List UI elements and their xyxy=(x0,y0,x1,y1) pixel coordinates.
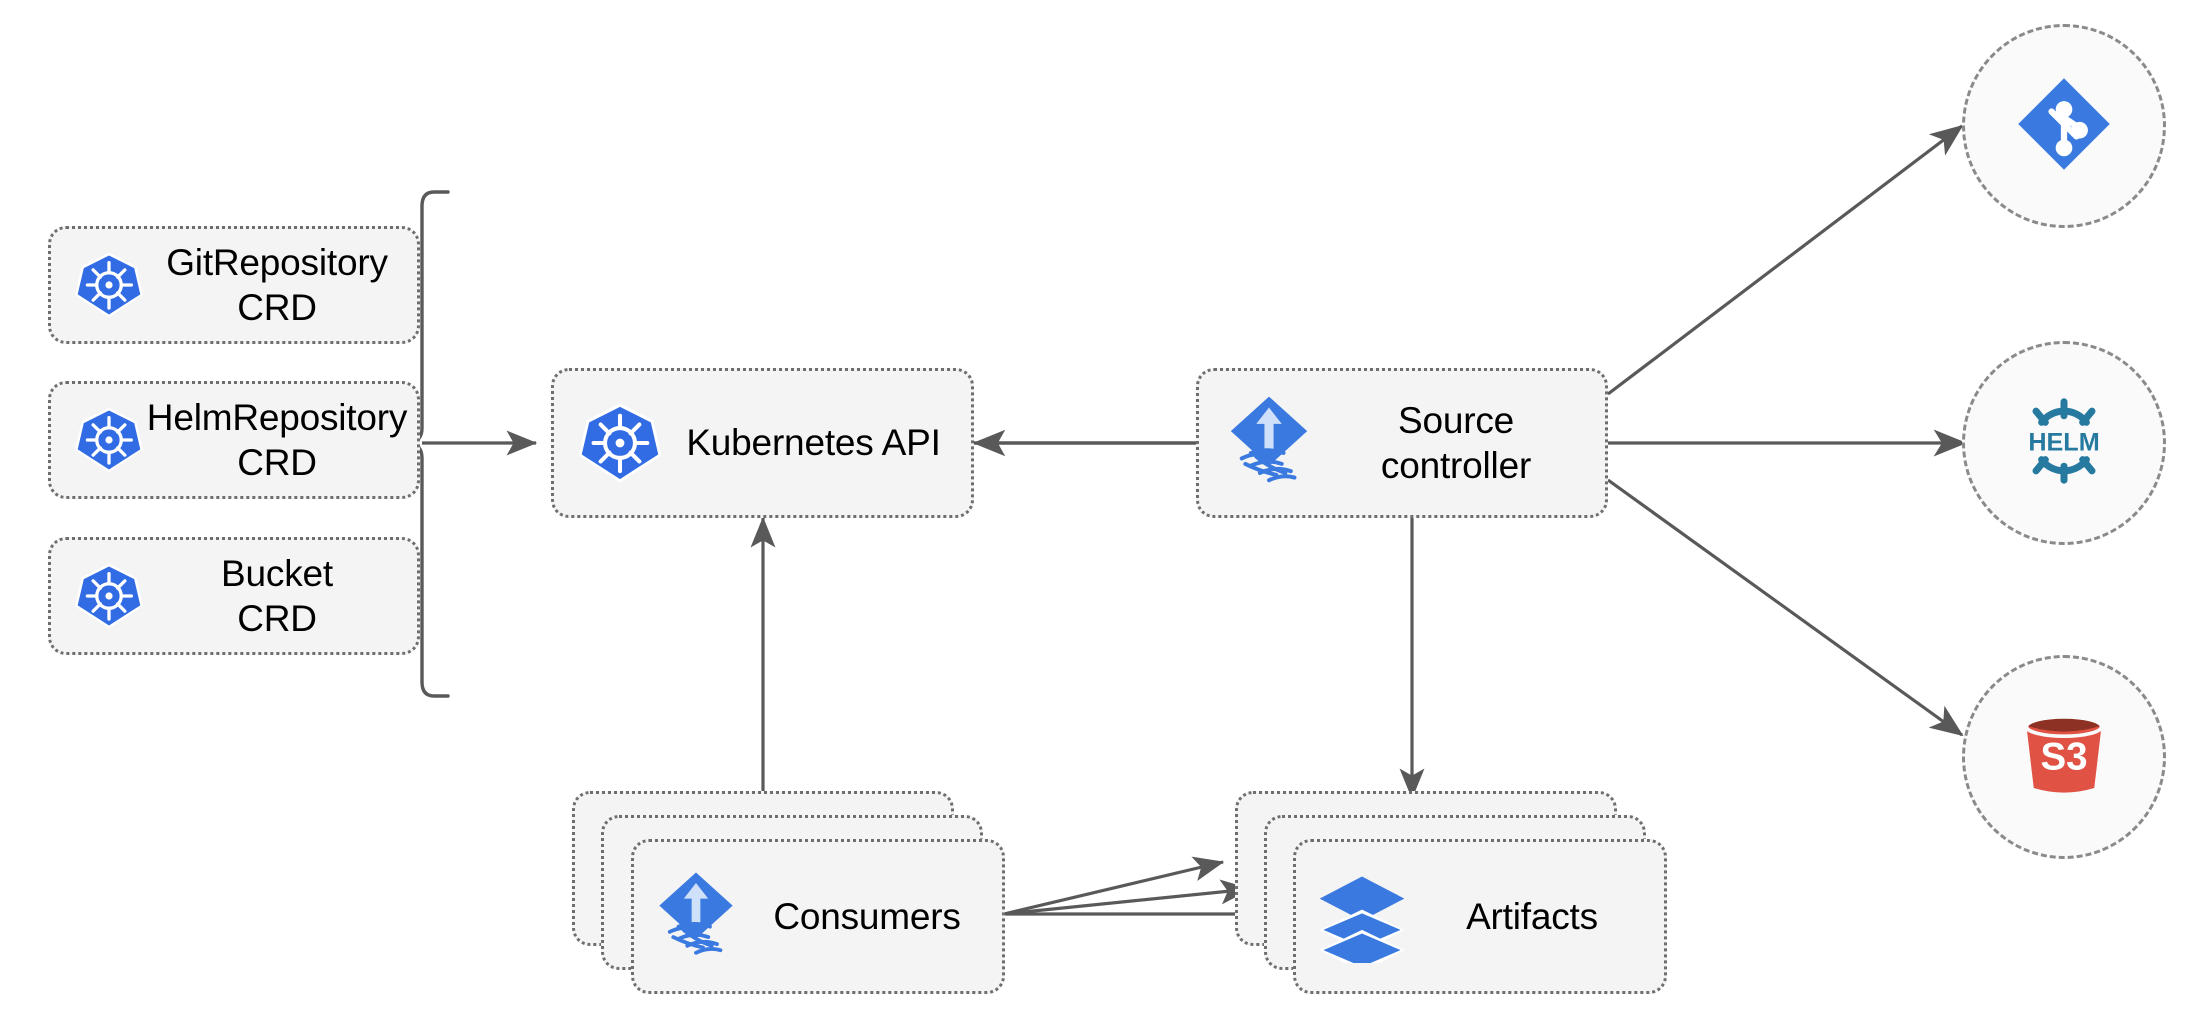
s3-wordmark: S3 xyxy=(2040,735,2087,778)
kubernetes-icon xyxy=(51,404,145,476)
artifacts-node[interactable]: Artifacts xyxy=(1293,839,1667,994)
crd-node-bucket[interactable]: Bucket CRD xyxy=(48,537,420,655)
helm-icon: HELM xyxy=(2008,385,2120,502)
git-icon xyxy=(2012,72,2116,181)
source-controller-label: Source controller xyxy=(1380,399,1532,486)
artifacts-label: Artifacts xyxy=(1466,895,1598,937)
crd-node-helmrepository[interactable]: HelmRepository CRD xyxy=(48,381,420,499)
kubernetes-api-node[interactable]: Kubernetes API xyxy=(551,368,974,518)
kubernetes-icon xyxy=(51,560,145,632)
kubernetes-api-label: Kubernetes API xyxy=(686,422,941,464)
flux-icon xyxy=(634,869,740,965)
kubernetes-icon xyxy=(51,249,145,321)
s3-bucket-icon: S3 xyxy=(2009,700,2119,815)
git-source-circle[interactable] xyxy=(1962,24,2166,228)
crd-node-label: Bucket CRD xyxy=(221,552,333,639)
crd-node-gitrepository[interactable]: GitRepository CRD xyxy=(48,226,420,344)
layers-icon xyxy=(1296,871,1408,963)
consumers-node[interactable]: Consumers xyxy=(631,839,1005,994)
crd-node-label: HelmRepository CRD xyxy=(146,396,408,483)
flux-icon xyxy=(1199,393,1315,493)
s3-source-circle[interactable]: S3 xyxy=(1962,655,2166,859)
edge-source-controller-to-s3 xyxy=(1607,478,1964,737)
crd-node-label: GitRepository CRD xyxy=(166,241,388,328)
consumers-label: Consumers xyxy=(773,895,961,937)
source-controller-node[interactable]: Source controller xyxy=(1196,368,1608,518)
helm-source-circle[interactable]: HELM xyxy=(1962,341,2166,545)
kubernetes-icon xyxy=(554,399,664,487)
edge-source-controller-to-git xyxy=(1607,124,1964,396)
helm-wordmark: HELM xyxy=(2028,428,2099,456)
